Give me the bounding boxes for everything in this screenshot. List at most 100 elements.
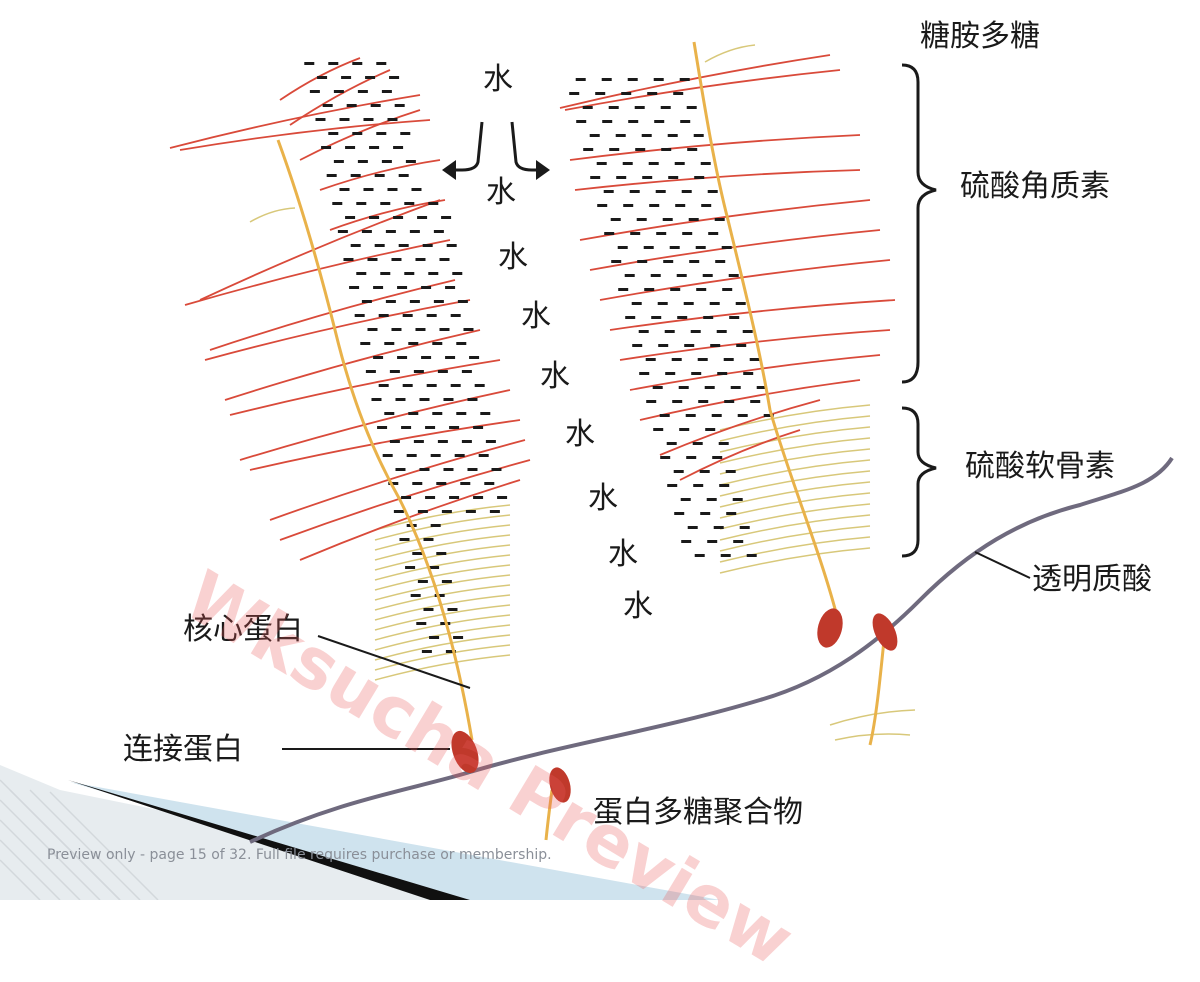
charge-mark: [685, 414, 696, 417]
charge-mark: [628, 120, 639, 123]
core-protein-bottom: [544, 789, 554, 841]
charge-mark: [719, 484, 730, 487]
charge-mark: [419, 398, 430, 401]
charge-mark: [474, 384, 485, 387]
label-keratan-sulfate: 硫酸角质素: [960, 169, 1110, 204]
chondroitin-chain: [704, 44, 756, 63]
charge-mark: [674, 512, 685, 515]
charge-mark: [350, 244, 361, 247]
charge-mark: [328, 132, 339, 135]
proteoglycan-diagram: [0, 41, 1174, 900]
charge-mark: [646, 400, 657, 403]
charge-mark: [642, 176, 653, 179]
charge-mark: [688, 218, 699, 221]
label-chondroitin-sulfate: 硫酸软骨素: [965, 449, 1115, 484]
charge-mark: [395, 468, 406, 471]
charge-mark: [380, 272, 391, 275]
charge-mark: [400, 132, 411, 135]
link-proteins: [451, 608, 898, 803]
charge-mark: [417, 216, 428, 219]
charge-mark: [696, 288, 707, 291]
charge-mark: [730, 386, 741, 389]
chondroitin-chain: [374, 514, 511, 541]
charge-mark: [304, 62, 315, 65]
charge-mark: [378, 384, 389, 387]
leader-hyaluronic: [974, 551, 1031, 579]
charge-mark: [713, 526, 724, 529]
charge-mark: [681, 540, 692, 543]
charge-mark: [649, 204, 660, 207]
keratan-chain: [279, 459, 531, 541]
charge-mark: [432, 342, 443, 345]
charge-mark: [735, 302, 746, 305]
charge-mark: [405, 566, 416, 569]
charge-mark: [361, 300, 372, 303]
label-aggregate: 蛋白多糖聚合物: [593, 795, 803, 830]
chondroitin-chain: [719, 448, 871, 475]
water-label: 水: [486, 175, 516, 210]
chondroitin-chain: [719, 415, 871, 442]
brace-chondroitin: [901, 406, 937, 558]
keratan-chains-left: [169, 57, 531, 561]
charge-mark: [604, 232, 615, 235]
charge-mark: [694, 176, 705, 179]
charge-mark: [575, 78, 586, 81]
charge-mark: [429, 636, 440, 639]
charge-mark: [700, 512, 711, 515]
charge-mark: [356, 202, 367, 205]
charge-mark: [337, 230, 348, 233]
chondroitin-chain: [719, 426, 871, 453]
keratan-chain: [229, 359, 501, 416]
charge-mark: [404, 272, 415, 275]
link-protein-1: [451, 730, 479, 774]
charge-mark: [689, 260, 700, 263]
charge-mark: [393, 216, 404, 219]
charge-mark: [663, 260, 674, 263]
charge-mark: [387, 118, 398, 121]
keratan-chain: [199, 199, 441, 301]
charge-mark: [716, 330, 727, 333]
charge-mark: [425, 496, 436, 499]
charge-mark: [357, 90, 368, 93]
charge-mark: [693, 484, 704, 487]
charge-mark: [678, 386, 689, 389]
charge-mark: [697, 358, 708, 361]
water-label: 水: [588, 481, 618, 516]
charge-mark: [315, 118, 326, 121]
charge-mark: [725, 470, 736, 473]
keratan-chain: [609, 299, 896, 331]
charge-mark: [480, 412, 491, 415]
charge-mark: [655, 190, 666, 193]
charge-mark: [707, 540, 718, 543]
charge-mark: [385, 230, 396, 233]
charge-mark: [374, 174, 385, 177]
charge-mark: [469, 356, 480, 359]
charge-mark: [656, 232, 667, 235]
charge-mark: [439, 328, 450, 331]
charge-mark: [746, 554, 757, 557]
charge-mark: [615, 134, 626, 137]
charge-mark: [423, 538, 434, 541]
charge-mark: [733, 540, 744, 543]
charge-mark: [441, 510, 452, 513]
chondroitin-chain: [719, 459, 871, 486]
charge-mark: [675, 204, 686, 207]
charge-mark: [726, 512, 737, 515]
charge-mark: [652, 386, 663, 389]
charge-mark: [473, 496, 484, 499]
brace-keratan: [901, 63, 937, 384]
charge-mark: [369, 216, 380, 219]
charge-mark: [377, 426, 388, 429]
link-protein-4: [549, 767, 571, 803]
water-label: 水: [565, 417, 595, 452]
charge-mark: [657, 302, 668, 305]
charge-mark: [691, 372, 702, 375]
charge-mark: [398, 174, 409, 177]
leader-core-protein: [317, 635, 471, 689]
charge-mark: [432, 412, 443, 415]
keratan-chain: [599, 259, 891, 301]
preview-footer: Preview only - page 15 of 32. Full file …: [47, 847, 552, 863]
chondroitin-chain: [249, 207, 296, 223]
charge-mark: [601, 78, 612, 81]
charge-mark: [699, 470, 710, 473]
